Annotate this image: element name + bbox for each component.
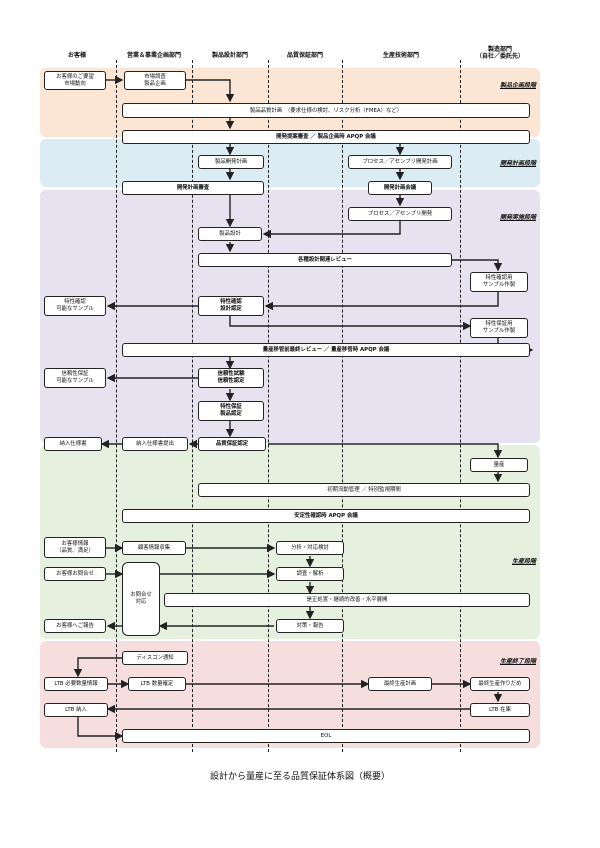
box-spec-sheet: 納入仕様書 [44,437,102,451]
box-info-collect: 顧客情報収集 [122,541,186,555]
box-final-production: 最終生産作りだめ [470,677,530,691]
box-ltb-delivery: LTB 納入 [44,703,108,717]
lane-header-manufacturing: 製造部門 （自社／委託先） [475,46,525,60]
stage-label-implementation: 開発実施段階 [499,214,536,221]
box-customer-info: お客様情報 （品質、満足） [44,537,106,558]
box-initial-flow: 初期流動管理 ／ 特別監視期間 [198,483,530,497]
lane-divider [116,60,117,752]
lane-header-customer: お客様 [67,52,87,59]
box-feature-check: 特性確認 設計認定 [198,296,264,316]
box-pre-mass-review: 量産移管前最終レビュー ／ 量産移管時 APQP 会議 [122,343,530,357]
stage-label-development: 開発計画段階 [499,160,536,167]
box-design-reviews: 各種設計関連レビュー [198,253,452,267]
box-reliability-sample-customer: 信頼性保証 可能なサンプル [44,368,106,388]
box-process-dev-plan: プロセス／アセンブリ開発計画 [348,155,452,169]
box-stable-meeting: 安定性確認時 APQP 会議 [122,509,530,523]
box-corrective: 是正処置・継続的改善・水平展開 [164,593,530,607]
box-dev-plan-meeting: 開発計画会議 [368,181,432,195]
lane-header-prodtech: 生産技術部門 [382,52,420,59]
box-quality-cert: 品質保証認定 [198,437,266,451]
box-customer-request: お客様のご要望 市場動向 [44,71,106,90]
lane-header-design: 製品設計部門 [211,52,249,59]
stage-label-end: 生産終了段階 [499,658,536,665]
box-feature-sample-customer: 特性確認 可能なサンプル [44,296,106,316]
lane-divider [460,60,461,752]
box-dev-plan-review: 開発計画審査 [122,181,264,195]
band-development [40,139,540,187]
lane-header-sales: 営業＆事業企画部門 [126,52,182,59]
box-ltb-info: LTB 必要数量情報 [44,677,108,691]
lane-divider [192,60,193,752]
box-ltb-confirm: LTB 数量確定 [128,677,186,691]
arrow [77,717,124,741]
box-mass-production: 量産 [470,458,528,472]
box-final-plan: 最終生産計画 [368,677,432,691]
box-quality-plan: 製品品質計画 （要求仕様の検討、リスク分析（FMEA）など） [122,103,530,118]
arrow [452,259,503,272]
band-implementation [40,190,540,443]
stage-label-planning: 製品企画段階 [499,82,536,89]
box-countermeasure: 対策・報告 [276,619,344,633]
box-product-dev-plan: 製品開発計画 [198,155,264,169]
box-feature-check-sample: 特性確認用 サンプル作製 [470,272,528,292]
box-process-dev: プロセス／アセンブリ開発 [348,207,452,221]
box-inquiry-response: お問合せ 対応 [122,562,160,636]
stage-label-production: 生産段階 [511,558,536,565]
arrow [264,292,499,311]
box-inquiry: お客様お問合せ [44,567,106,581]
box-market-research: 市場調査 製品企画 [124,71,186,90]
arrow [268,443,503,459]
box-spec-submit: 納入仕様書提出 [122,437,188,451]
box-investigation: 調査・解析 [276,567,344,581]
box-report-customer: お客様へご報告 [44,619,106,633]
box-feature-assure: 特性保証 製品認定 [198,401,264,421]
arrow [262,221,401,239]
lane-header-qa: 品質保証部門 [286,52,324,59]
lane-divider [342,60,343,752]
diagram-caption: 設計から量産に至る品質保証体系図（概要） [209,772,390,782]
box-discontinue: ディスコン通知 [122,651,188,665]
box-product-design: 製品設計 [198,227,262,241]
arrow [229,316,472,331]
lane-divider [268,60,269,752]
box-eol: EOL [122,729,530,743]
arrow [73,657,122,678]
box-ltb-stock: LTB 在庫 [470,703,530,717]
arrow [186,79,235,103]
box-reliability-test: 信頼性試験 信頼性認定 [198,368,264,388]
box-feature-assure-sample: 特性保証用 サンプル作製 [470,318,528,338]
box-dev-proposal-review: 開発提案審査 ／ 製品企画時 APQP 会議 [122,130,530,144]
box-analysis: 分析・対応検討 [276,541,344,555]
